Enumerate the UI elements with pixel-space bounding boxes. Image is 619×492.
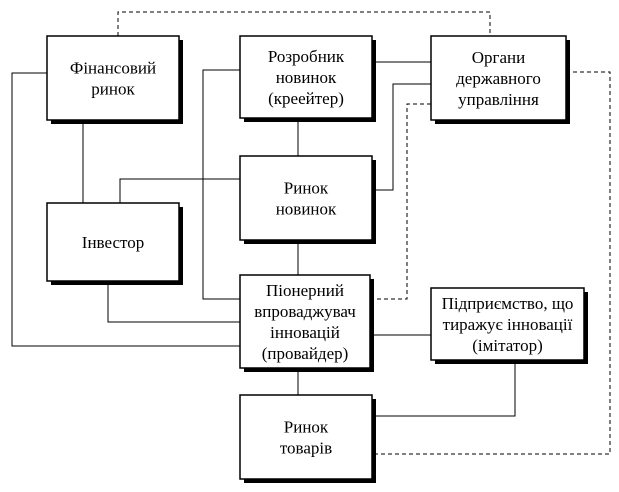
box-frame: [46, 35, 180, 121]
box-label-line: (креейтер): [268, 89, 344, 108]
pioneer-implementer-box: Піонерний впроваджувач інновацій (провайдер…: [239, 274, 374, 372]
box-frame: [430, 35, 567, 121]
box-label-line: новинок: [276, 200, 337, 219]
dashed-financial-government: [117, 11, 491, 36]
box-label-line: державного: [456, 69, 541, 88]
box-frame: [239, 394, 373, 480]
connector-financial-pioneer: [11, 72, 240, 347]
box-label-line: ринок: [91, 80, 135, 99]
box-frame: [239, 35, 373, 119]
connector-novelty-government: [372, 83, 431, 191]
connector-investor-pioneer: [107, 281, 240, 323]
box-label-line: Фінансовий: [70, 59, 156, 78]
connector-imitator-goods: [372, 360, 516, 417]
box-label-line: Органи: [472, 48, 526, 67]
box-label-line: тиражує інновації: [443, 315, 573, 334]
box-frame: [239, 274, 371, 369]
novelty-market-box: Ринок новинок: [239, 155, 376, 244]
connector-developer-pioneer: [202, 69, 240, 300]
box-label-line: інновацій: [270, 323, 340, 342]
box-frame: [46, 202, 180, 282]
financial-market-box: Фінансовий ринок: [46, 35, 183, 124]
box-label-line: товарів: [280, 439, 332, 458]
box-label-line: Піонерний: [266, 281, 344, 300]
box-label-line: Інвестор: [82, 233, 144, 252]
box-label-line: (імітатор): [472, 336, 542, 355]
government-box: Органи державного управління: [430, 35, 570, 124]
box-label-line: Підприємство, що: [442, 294, 574, 313]
dashed-connectors: [117, 11, 611, 455]
developer-box: Розробник новинок (креейтер): [239, 35, 376, 122]
solid-connectors: [11, 61, 516, 417]
box-label-line: (провайдер): [262, 344, 349, 363]
imitator-company-box: Підприємство, що тиражує інновації (імітат…: [430, 287, 588, 364]
dashed-pioneer-government-link: [370, 103, 431, 300]
box-frame: [430, 287, 585, 361]
box-label-line: Ринок: [284, 179, 329, 198]
box-label-line: впроваджувач: [254, 302, 356, 321]
box-frame: [239, 155, 373, 241]
dashed-government-pioneer: [372, 71, 611, 455]
box-label-line: Ринок: [284, 418, 329, 437]
box-label-line: новинок: [276, 68, 337, 87]
connector-investor-novelty: [119, 178, 240, 203]
node-boxes: Фінансовий ринок Розробник новинок (креейтер…: [46, 35, 588, 483]
investor-box: Інвестор: [46, 202, 183, 285]
box-label-line: Розробник: [268, 47, 345, 66]
goods-market-box: Ринок товарів: [239, 394, 376, 483]
box-label-line: управління: [458, 90, 539, 109]
